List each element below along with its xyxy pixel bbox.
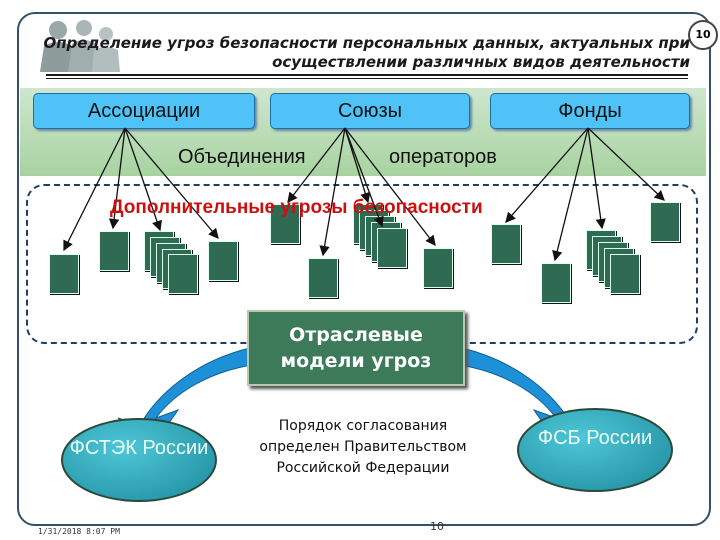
- footer-date: 1/31/2018 8:07 PM: [38, 527, 120, 536]
- branch-threat-models-box: Отраслевые модели угроз: [247, 310, 465, 386]
- fsb-oval: ФСБ России: [517, 408, 673, 492]
- additional-threats-title: Дополнительные угрозы безопасности: [110, 197, 483, 219]
- approval-procedure-note: Порядок согласования определен Правитель…: [250, 416, 476, 479]
- footer-page-number: 10: [430, 520, 444, 533]
- fstek-oval: ФСТЭК России: [61, 418, 217, 502]
